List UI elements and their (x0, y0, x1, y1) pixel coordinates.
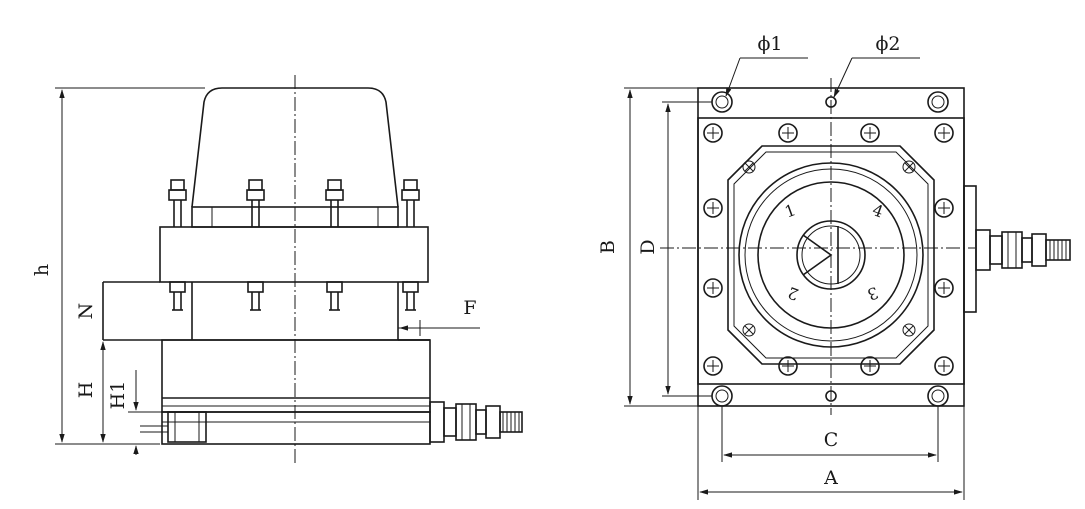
label-H1: H1 (107, 381, 129, 410)
label-phi1: ϕ1 (757, 33, 782, 55)
dial-number-3: 3 (865, 283, 881, 304)
pin-hole-top (825, 96, 837, 108)
pin-hole-bottom (825, 390, 837, 402)
foot-bolt (167, 411, 207, 443)
top-cable-connector (963, 185, 1071, 313)
upper-plate (159, 226, 429, 283)
label-phi2: ϕ2 (875, 33, 900, 55)
label-h: h (31, 264, 53, 276)
label-N: N (75, 303, 97, 320)
label-B: B (597, 240, 619, 254)
side-view: h N H H1 F (31, 75, 523, 465)
side-cable-connector (429, 401, 523, 443)
stud-3 (325, 179, 344, 311)
stud-4 (401, 179, 420, 311)
base-plate (161, 411, 431, 445)
frame-corner-holes (711, 91, 949, 407)
label-F: F (463, 297, 476, 319)
stud-1 (168, 179, 187, 311)
plate-bolt-holes (703, 123, 954, 376)
dial-number-2: 2 (785, 283, 801, 304)
label-H: H (75, 382, 97, 399)
cover-screw (742, 160, 916, 337)
label-A: A (823, 467, 838, 489)
dial-number-1: 1 (782, 200, 798, 221)
dome-cover (191, 87, 399, 208)
lower-base (161, 339, 431, 413)
stud-2 (246, 179, 265, 311)
label-D: D (637, 239, 659, 254)
label-C: C (824, 429, 839, 451)
dial-number-4: 4 (870, 200, 886, 221)
top-view: 1 4 2 3 (597, 33, 1071, 500)
octagon-cover (727, 145, 935, 365)
